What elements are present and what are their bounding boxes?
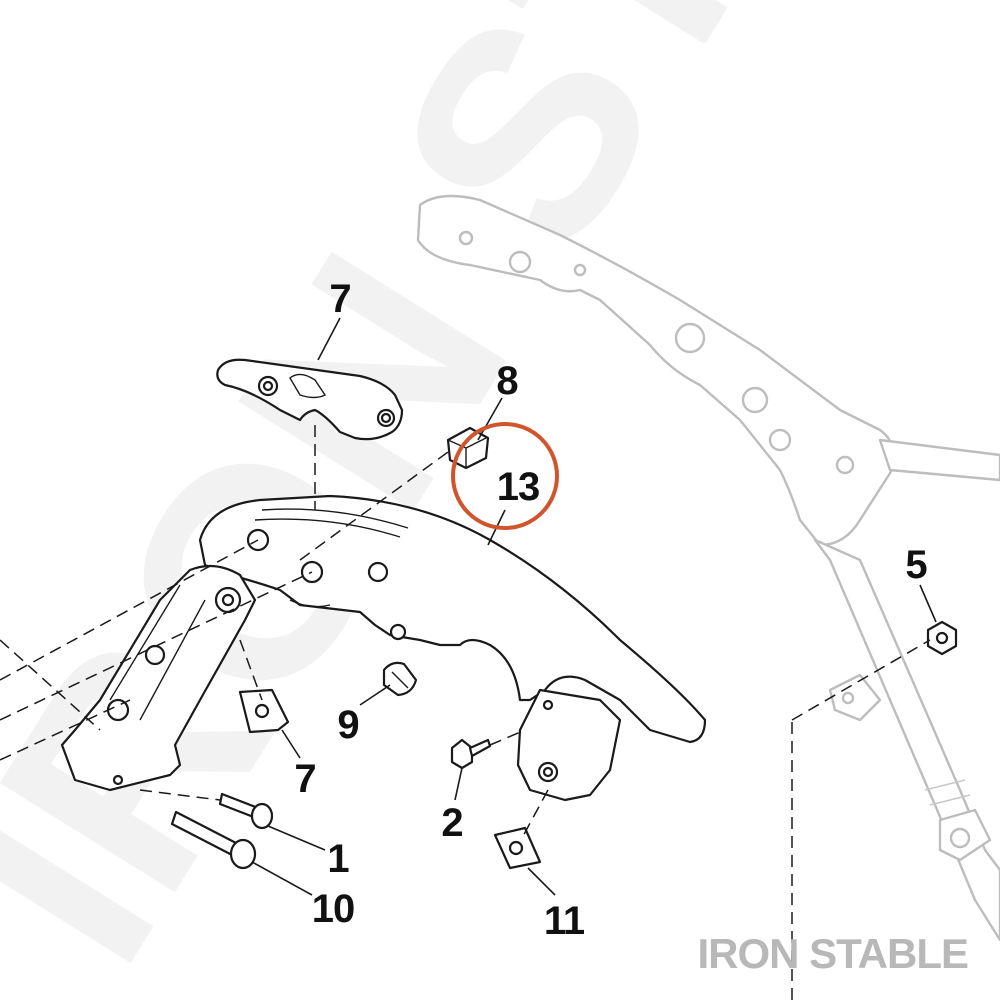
callout-10: 10: [312, 887, 355, 931]
callout-labels: 7 8 13 5 9 7 2 1 10 11: [294, 277, 928, 943]
brand-watermark: IRON STABLE: [697, 930, 968, 977]
leader-lines: [251, 317, 937, 896]
right-pad-bracket: [516, 688, 622, 802]
part-2-bolt: [450, 738, 492, 770]
part-5-nut: [926, 620, 958, 656]
ghost-frame: [416, 194, 1000, 942]
part-10-bolt: [170, 810, 257, 870]
part-11-cap: [216, 358, 404, 441]
callout-7-right: 11: [544, 899, 585, 943]
callout-8: 8: [496, 359, 518, 403]
part-7-clip-nut-left: [238, 688, 290, 734]
part-9-clip: [382, 661, 418, 697]
callout-7-left: 7: [294, 757, 315, 801]
assembly-lines: [0, 425, 931, 1000]
callout-1: 1: [327, 837, 349, 881]
highlight-ring-13: [451, 422, 559, 530]
callout-11: 7: [329, 277, 350, 321]
part-7-clip-nut-right: [493, 826, 542, 870]
callout-5: 5: [905, 543, 927, 587]
callout-13: 13: [497, 465, 540, 509]
part-1-bolt: [218, 792, 274, 830]
callout-2: 2: [441, 801, 462, 845]
callout-9: 9: [337, 703, 358, 747]
